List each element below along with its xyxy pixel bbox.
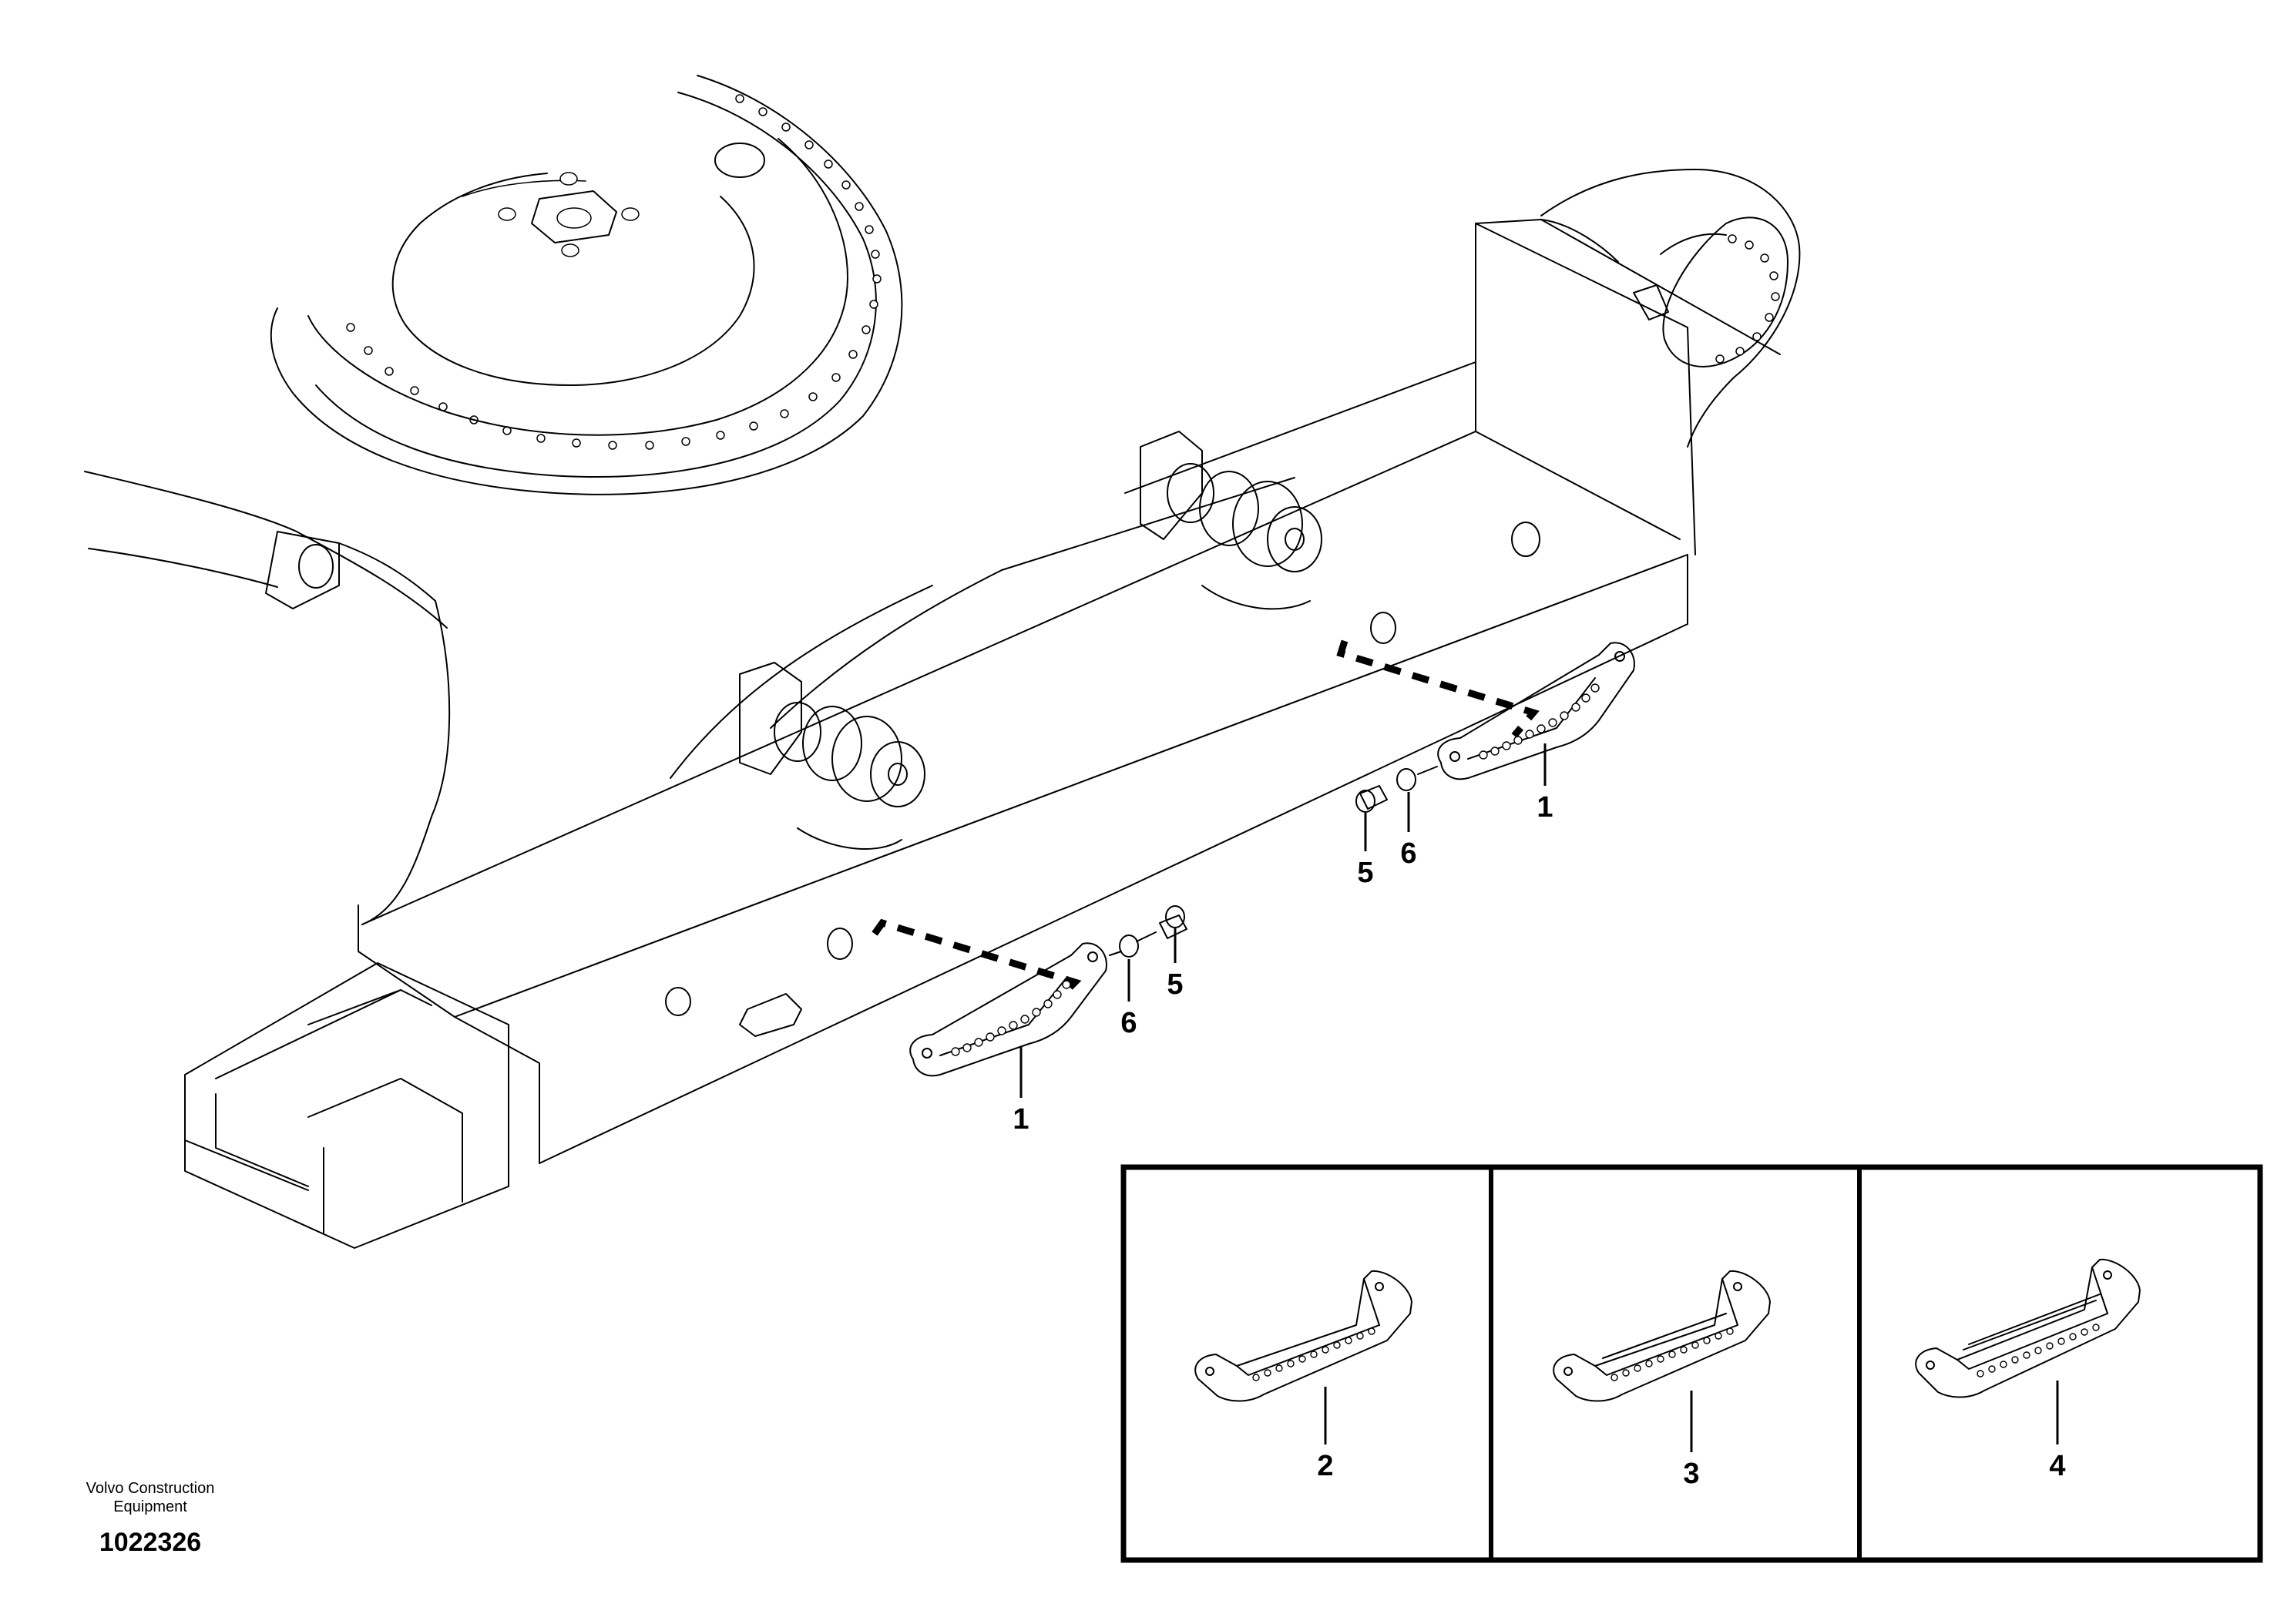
step-part-1-upper (1437, 642, 1635, 780)
undercarriage-drawing (84, 75, 1801, 1249)
main-callouts: 1 5 6 1 6 5 (1013, 743, 1553, 1136)
step-variant-4 (1915, 1258, 2141, 1398)
document-number: 1022326 (99, 1528, 201, 1557)
bolt-right (1355, 766, 1438, 813)
callout-bolt-lower: 5 (1167, 968, 1183, 1001)
carrier-roller-lower (739, 662, 925, 850)
variants-inset: 2 3 (1120, 1164, 2263, 1563)
bushing-left (827, 928, 853, 960)
callout-variant-2: 2 (1317, 1450, 1333, 1482)
idler-bolt-holes (1715, 234, 1780, 364)
carrier-roller-upper (1140, 431, 1322, 610)
callout-step-lower: 1 (1013, 1103, 1029, 1136)
exploded-guide-right (1336, 639, 1540, 738)
brand-line-2: Equipment (113, 1498, 187, 1515)
callout-bolt-upper: 5 (1357, 857, 1373, 889)
bolt-left (1109, 905, 1187, 958)
callout-variant-4: 4 (2049, 1450, 2065, 1482)
ring-bolt-holes (346, 94, 882, 450)
step-variant-3 (1553, 1270, 1771, 1402)
callout-variant-3: 3 (1683, 1458, 1699, 1490)
step-part-1-lower (909, 942, 1107, 1077)
step-teeth (1611, 1327, 1734, 1381)
callout-washer-upper: 6 (1400, 837, 1416, 870)
brand-line-1: Volvo Construction (86, 1480, 215, 1497)
step-teeth (951, 980, 1071, 1056)
step-teeth (1977, 1324, 2100, 1377)
step-variant-2 (1194, 1270, 1412, 1402)
step-teeth (1252, 1327, 1375, 1381)
exploded-guide-left (872, 918, 1082, 997)
callout-step-upper: 1 (1537, 791, 1553, 824)
brand-block: Volvo Construction Equipment 1022326 (86, 1480, 215, 1557)
callout-washer-lower: 6 (1120, 1007, 1137, 1039)
bushing-right (1370, 612, 1396, 644)
step-teeth (1479, 683, 1600, 760)
